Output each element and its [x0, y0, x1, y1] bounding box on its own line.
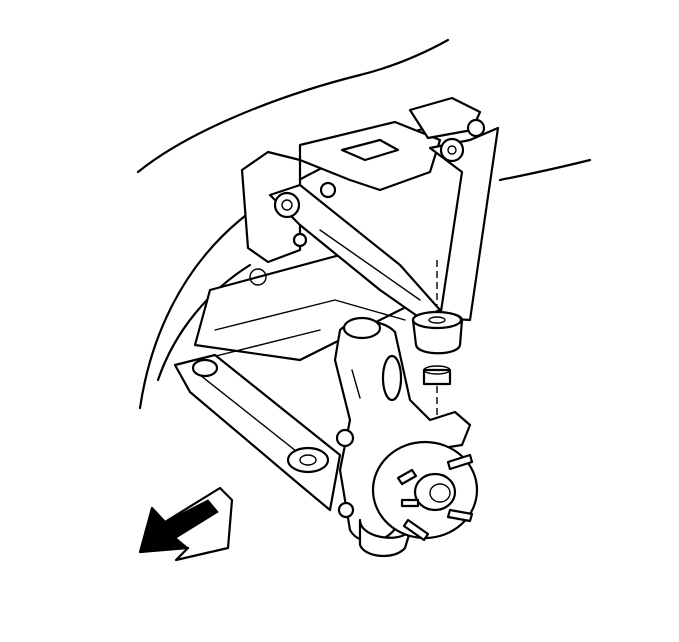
upper-mount-bracket: [240, 96, 482, 264]
lower-control-arm: [173, 353, 342, 512]
upper-control-arm: [268, 126, 500, 322]
front-arrow-icon: [138, 486, 234, 562]
wheel-studs: [396, 453, 474, 542]
wheel-hub: [371, 440, 479, 542]
steering-knuckle: [333, 316, 472, 557]
pivot-bolts: [273, 118, 486, 248]
jounce-bumper: [411, 260, 464, 420]
